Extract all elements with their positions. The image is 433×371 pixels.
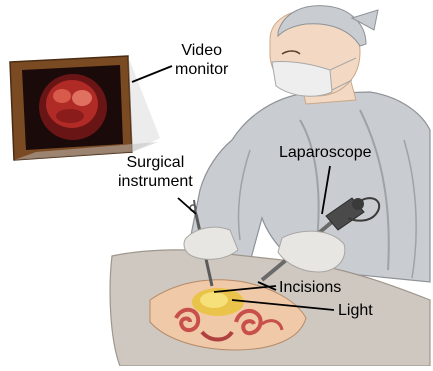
label-video-monitor: Video monitor	[175, 41, 228, 79]
video-monitor	[10, 56, 160, 160]
label-video-monitor-line1: Video	[175, 41, 228, 60]
label-light: Light	[338, 301, 373, 320]
leader-video-monitor	[132, 66, 172, 82]
label-video-monitor-line2: monitor	[175, 60, 228, 79]
label-laparoscope: Laparoscope	[279, 143, 372, 162]
label-surgical-instrument: Surgical instrument	[118, 153, 193, 191]
label-surgical-instrument-line2: instrument	[118, 172, 193, 191]
label-surgical-instrument-line1: Surgical	[118, 153, 193, 172]
label-incisions: Incisions	[279, 278, 341, 297]
